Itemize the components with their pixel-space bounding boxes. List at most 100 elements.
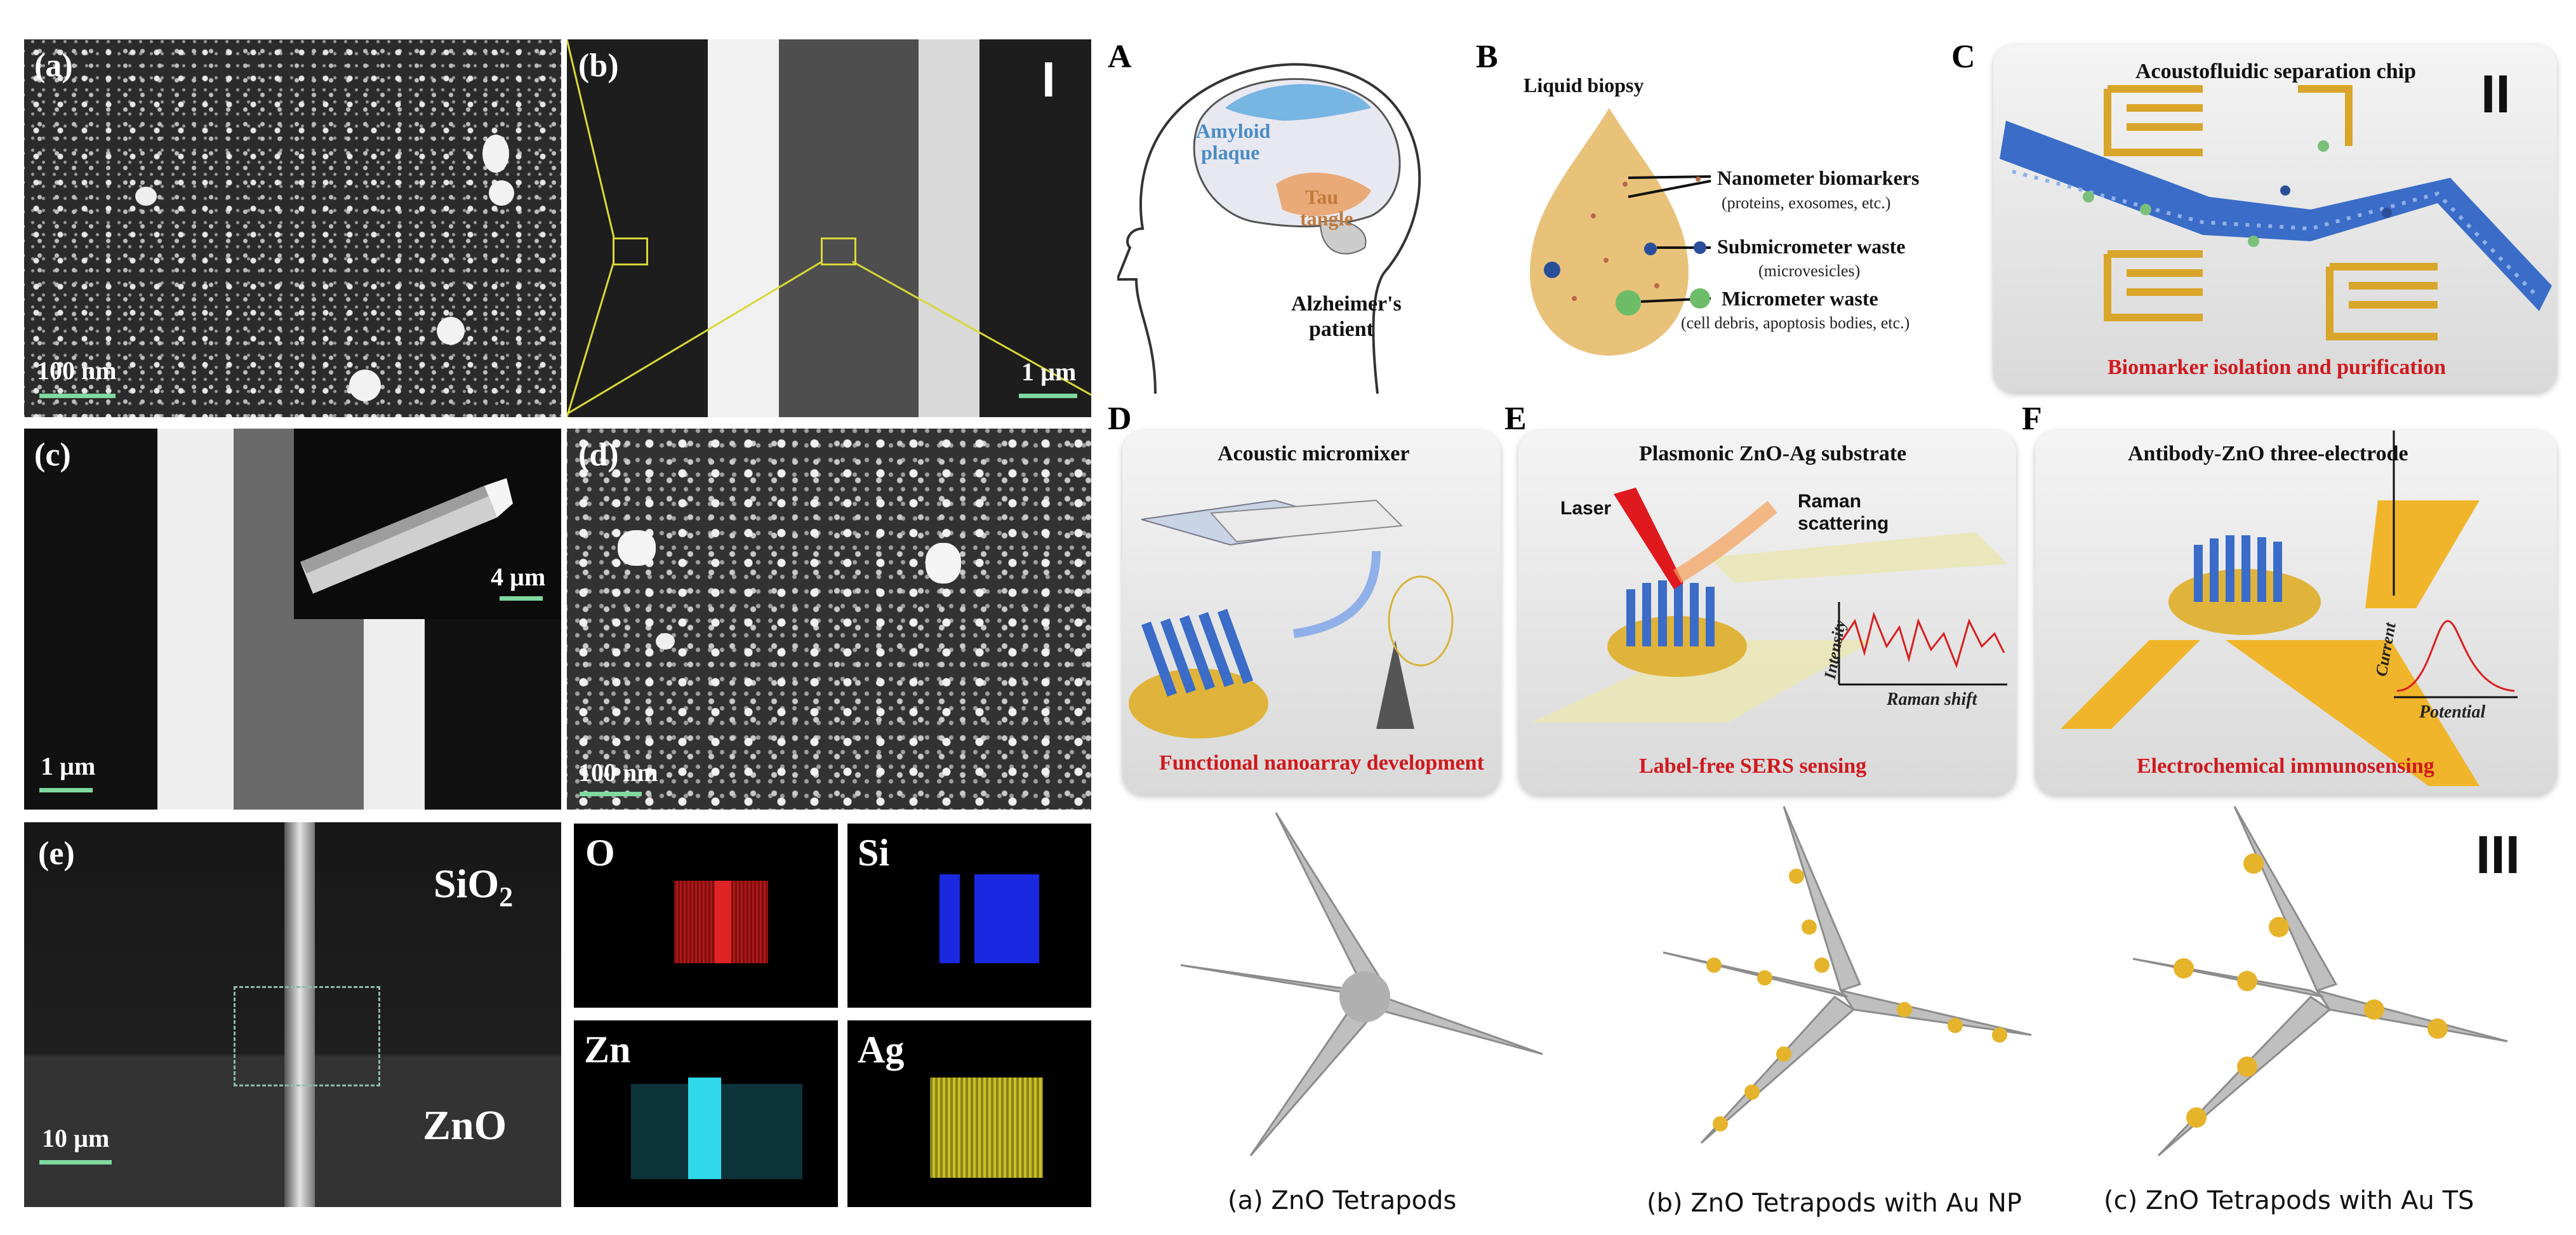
- map-signal: [688, 1078, 721, 1179]
- card-c-title: Acoustofluidic separation chip: [2135, 60, 2417, 83]
- map-signal-bright: [715, 881, 731, 963]
- map-signal: [974, 874, 1039, 963]
- droplet-illustration: [1530, 108, 1711, 356]
- biopsy-item-3-name: Micrometer waste: [1722, 287, 1878, 310]
- label-plaque: plaque: [1201, 141, 1260, 164]
- card-acoustofluidic-chip: Acoustofluidic separation chip II Biomar…: [1993, 44, 2557, 392]
- panel-label-e: (e): [38, 836, 75, 872]
- sem-image-d: (d) 100 nm: [567, 429, 1091, 810]
- nanowire: [284, 822, 315, 1207]
- sem-image-b: (b) I 1 µm: [567, 39, 1091, 417]
- panel-label-d: (d): [578, 437, 619, 473]
- panel-letter-f: F: [2022, 401, 2042, 437]
- card-plasmonic-substrate: Plasmonic ZnO-Ag substrate Laser Raman s…: [1518, 431, 2016, 795]
- map-label-o: O: [585, 832, 615, 874]
- scale-label-d: 100 nm: [578, 758, 658, 787]
- inset-scale-label: 4 µm: [491, 563, 546, 591]
- card-d-title: Acoustic micromixer: [1218, 442, 1410, 465]
- sio2-text: SiO: [434, 861, 500, 906]
- card-f-caption: Electrochemical immunosensing: [2137, 754, 2434, 778]
- biopsy-item-2-name: Submicrometer waste: [1717, 235, 1906, 258]
- head-brain-illustration: [1117, 63, 1421, 394]
- particle: [349, 370, 381, 401]
- card-three-electrode: Antibody-ZnO three-electrode Current Pot…: [2035, 431, 2557, 795]
- scale-label-c: 1 µm: [41, 752, 96, 780]
- card-acoustic-micromixer: Acoustic micromixer Functional nanoarray…: [1122, 431, 1501, 795]
- eds-map-zn: Zn: [574, 1020, 838, 1207]
- scale-bar-d: [580, 792, 642, 796]
- tetrapod-caption-c: (c) ZnO Tetrapods with Au TS: [2104, 1186, 2474, 1215]
- card-e-title: Plasmonic ZnO-Ag substrate: [1639, 442, 1907, 465]
- label-raman-2: scattering: [1798, 513, 1889, 534]
- sio2-subscript: 2: [499, 881, 514, 912]
- axis-label-potential: Potential: [2419, 702, 2486, 722]
- map-signal: [939, 874, 960, 963]
- sem-image-e: SiO2 ZnO (e) 10 µm: [24, 822, 561, 1207]
- particle: [482, 135, 509, 173]
- roman-numeral-ii: II: [2481, 64, 2511, 124]
- panel-letter-b: B: [1476, 39, 1498, 75]
- electrode-illustration: [2061, 431, 2518, 786]
- particle: [926, 543, 961, 584]
- label-patient-2: patient: [1309, 317, 1374, 341]
- eds-map-si: Si: [847, 824, 1091, 1008]
- map-label-si: Si: [858, 832, 890, 874]
- card-d-caption: Functional nanoarray development: [1159, 751, 1484, 775]
- card-c-caption: Biomarker isolation and purification: [2108, 356, 2447, 379]
- label-zno: ZnO: [423, 1102, 507, 1149]
- electrode-bright-2: [919, 39, 979, 417]
- scale-bar-e: [39, 1160, 112, 1165]
- panel-letter-a: A: [1108, 39, 1132, 75]
- scale-bar-c: [39, 788, 93, 792]
- map-signal: [930, 1078, 1043, 1178]
- card-f-title: Antibody-ZnO three-electrode: [2128, 442, 2408, 465]
- nanowire-gray: [779, 39, 919, 417]
- inset-image: 4 µm: [294, 429, 561, 619]
- label-raman-1: Raman: [1798, 491, 1862, 512]
- electrode-bright: [157, 429, 234, 810]
- eds-map-ag: Ag: [847, 1020, 1091, 1207]
- scale-bar-b: [1019, 394, 1077, 398]
- electrode-bright-2: [364, 619, 425, 810]
- panel-letter-d: D: [1108, 401, 1132, 437]
- inset-scale-bar: [500, 596, 543, 601]
- particle: [437, 317, 465, 345]
- liquid-biopsy-title: Liquid biopsy: [1524, 74, 1644, 97]
- label-patient-1: Alzheimer's: [1291, 292, 1402, 316]
- panel-label-a: (a): [34, 48, 73, 84]
- scale-label-b: 1 µm: [1021, 357, 1077, 386]
- zoom-box-2: [821, 237, 856, 265]
- chip-illustration: [2000, 85, 2552, 340]
- roman-numeral-i: I: [1042, 51, 1056, 107]
- panel-label-c: (c): [34, 437, 71, 473]
- panel-letter-e: E: [1504, 401, 1527, 437]
- map-label-ag: Ag: [858, 1029, 905, 1071]
- hexagonal-rod: [300, 478, 513, 594]
- panel-letter-c: C: [1951, 39, 1975, 75]
- eds-map-o: O: [574, 824, 838, 1008]
- tetrapod-illustration-a: [1180, 812, 1543, 1156]
- tetrapod-illustration-b: [1663, 806, 2032, 1144]
- tetrapod-caption-b: (b) ZnO Tetrapods with Au NP: [1647, 1189, 2022, 1218]
- roman-numeral-iii: III: [2476, 825, 2521, 885]
- panel-label-b: (b): [578, 48, 619, 84]
- label-tangle: tangle: [1300, 207, 1353, 230]
- label-laser: Laser: [1560, 498, 1612, 519]
- tetrapod-illustration-c: [2132, 806, 2508, 1157]
- micromixer-illustration: [1129, 499, 1454, 738]
- particle: [656, 633, 675, 650]
- map-label-zn: Zn: [584, 1029, 631, 1071]
- scale-bar-a: [39, 394, 116, 398]
- zoom-lines: [567, 39, 1091, 417]
- axis-label-raman-shift: Raman shift: [1887, 690, 1977, 709]
- biopsy-item-1-detail: (proteins, exosomes, etc.): [1722, 194, 1891, 212]
- label-amyloid: Amyloid: [1196, 119, 1271, 142]
- biopsy-item-2-detail: (microvesicles): [1758, 262, 1861, 280]
- particle: [135, 187, 157, 206]
- label-tau: Tau: [1305, 185, 1339, 208]
- card-e-caption: Label-free SERS sensing: [1639, 754, 1867, 778]
- scale-label-e: 10 µm: [42, 1124, 110, 1152]
- tetrapod-caption-a: (a) ZnO Tetrapods: [1228, 1186, 1457, 1215]
- particle: [618, 530, 656, 566]
- sers-illustration: [1531, 488, 2007, 723]
